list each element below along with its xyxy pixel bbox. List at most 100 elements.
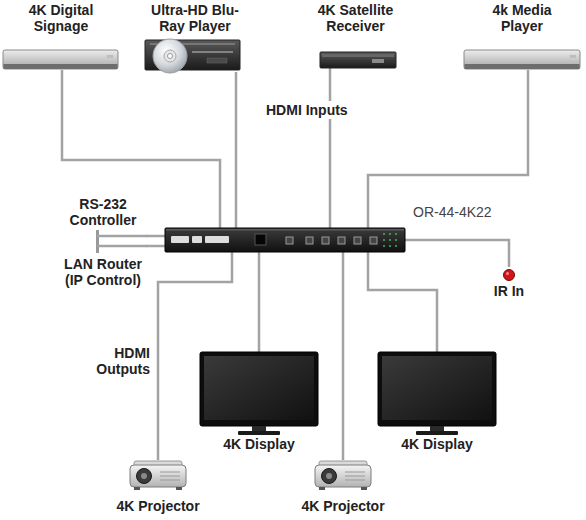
led [395, 239, 397, 241]
ir-input: IR In [489, 267, 529, 299]
logo-mark [171, 236, 189, 243]
monitor-base [238, 431, 280, 435]
device-space [2, 34, 120, 70]
hdmi-cable [235, 72, 238, 228]
device-space [308, 34, 403, 68]
device-highlight [322, 54, 394, 57]
vent [345, 476, 365, 477]
device-space [60, 240, 146, 256]
led [383, 233, 385, 235]
device-space [489, 267, 529, 283]
ir-window [255, 234, 266, 245]
projector-body [130, 465, 186, 487]
monitor-base [416, 431, 458, 435]
projector-foot [176, 487, 182, 490]
device-label: 4k Media Player [477, 2, 567, 34]
control-device: RS-232 Controller [60, 196, 146, 254]
device-body [3, 50, 118, 69]
switch-highlight [166, 229, 404, 231]
hdmi-cable [329, 68, 332, 228]
control-device: LAN Router (IP Control) [60, 240, 146, 288]
control-wire [97, 245, 147, 248]
vent [160, 476, 180, 477]
projector-lens [322, 469, 337, 484]
disc [153, 39, 187, 73]
projector-foot [319, 487, 325, 490]
disc-slot [192, 51, 233, 53]
vent [160, 472, 180, 473]
device-button [570, 55, 576, 58]
device-body [464, 50, 580, 69]
led [383, 245, 385, 247]
device-label: 4K Display [378, 436, 496, 452]
vent [345, 472, 365, 473]
panel-button [370, 237, 377, 244]
status-leds [383, 233, 397, 247]
device-display [207, 58, 227, 63]
monitor-bezel [378, 352, 496, 426]
device-space [200, 352, 318, 436]
led [389, 245, 391, 247]
media-player [464, 50, 580, 69]
panel-button [306, 237, 313, 244]
satellite-receiver [320, 52, 396, 68]
hdmi-cable [258, 252, 261, 352]
logo-mark [205, 236, 229, 243]
device-label: 4K Projector [108, 498, 208, 514]
display-monitor [200, 352, 318, 435]
device-label: Ultra-HD Blu-Ray Player [143, 2, 247, 34]
device-label: RS-232 Controller [60, 196, 146, 228]
device-space [462, 34, 582, 70]
device-space [60, 228, 146, 254]
projector [130, 461, 186, 490]
source-device: 4K Satellite Receiver [308, 2, 403, 68]
source-device: Ultra-HD Blu-Ray Player [138, 2, 252, 72]
device-space [378, 352, 496, 436]
hdmi-cable [405, 240, 509, 267]
device-body [320, 52, 396, 68]
device-label: 4K Display [200, 436, 318, 452]
hdmi-cable [368, 70, 528, 228]
display-monitor [378, 352, 496, 435]
panel-button [286, 237, 293, 244]
hdmi-cable [342, 252, 345, 460]
device-label: LAN Router (IP Control) [60, 256, 146, 288]
switch-body [165, 228, 405, 252]
led [395, 233, 397, 235]
device-base [4, 64, 118, 69]
bluray-player [145, 39, 240, 73]
projector-foot [361, 487, 367, 490]
monitor-screen [204, 356, 314, 420]
signage-device [3, 50, 118, 69]
device-label: 4K Satellite Receiver [308, 2, 403, 34]
control-wire [97, 235, 147, 238]
device-button [107, 55, 113, 58]
projector-device: 4K Projector [293, 460, 393, 514]
disc-hole [168, 54, 173, 59]
device-space [108, 460, 208, 498]
projector-device: 4K Projector [108, 460, 208, 514]
lens-glass [141, 473, 147, 479]
led [389, 239, 391, 241]
control-terminal [96, 230, 147, 253]
section-label: HDMI Outputs [90, 345, 150, 377]
monitor-bezel [200, 352, 318, 426]
source-device: 4K Digital Signage [2, 2, 120, 70]
device-label: 4K Digital Signage [11, 2, 111, 34]
matrix-switch: OR-44-4K22 [165, 228, 405, 252]
monitor-screen [382, 356, 492, 420]
device-base [465, 64, 580, 69]
source-device: 4k Media Player [462, 2, 582, 70]
section-label: HDMI Inputs [262, 101, 352, 119]
display-device: 4K Display [378, 352, 496, 452]
projector-lens [137, 469, 152, 484]
vent [345, 480, 365, 481]
device-label: 4K Projector [293, 498, 393, 514]
hdmi-cable [368, 252, 437, 352]
matrix-switch [165, 228, 405, 252]
led [383, 239, 385, 241]
projector [315, 461, 371, 490]
device-label: OR-44-4K22 [413, 204, 492, 220]
lens-glass [326, 473, 332, 479]
